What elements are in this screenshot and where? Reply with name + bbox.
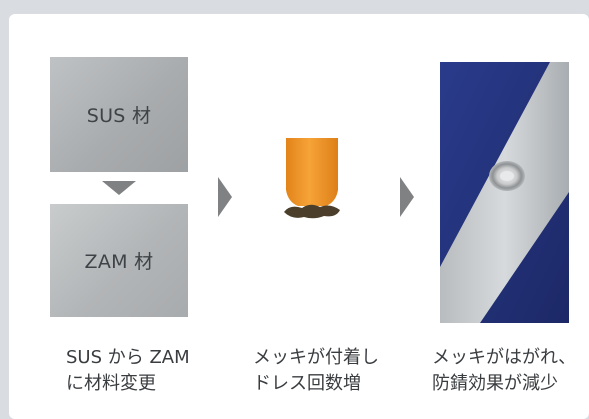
caption-line: メッキがはがれ、 — [432, 347, 577, 368]
corroded-steel-photo — [440, 62, 569, 323]
caption-plating-adhesion: メッキが付着し ドレス回数増 — [253, 345, 379, 397]
right-arrow-icon — [218, 177, 232, 217]
zam-material-box: ZAM 材 — [50, 204, 188, 317]
caption-line: ドレス回数増 — [253, 373, 361, 394]
sus-material-label: SUS 材 — [86, 105, 152, 127]
plating-deposit-icon — [284, 204, 340, 219]
caption-line: メッキが付着し — [253, 347, 379, 368]
caption-rust-prevention-loss: メッキがはがれ、 防錆効果が減少 — [432, 345, 576, 397]
sus-material-box: SUS 材 — [50, 57, 188, 172]
down-arrow-icon — [102, 181, 136, 195]
zam-material-label: ZAM 材 — [84, 251, 154, 273]
caption-line: に材料変更 — [66, 373, 156, 394]
right-arrow-icon — [400, 177, 414, 217]
caption-line: 防錆効果が減少 — [432, 373, 558, 394]
caption-line: SUS から ZAM — [66, 347, 190, 368]
caption-material-change: SUS から ZAM に材料変更 — [66, 345, 190, 397]
electrode-tip-icon — [284, 138, 340, 219]
